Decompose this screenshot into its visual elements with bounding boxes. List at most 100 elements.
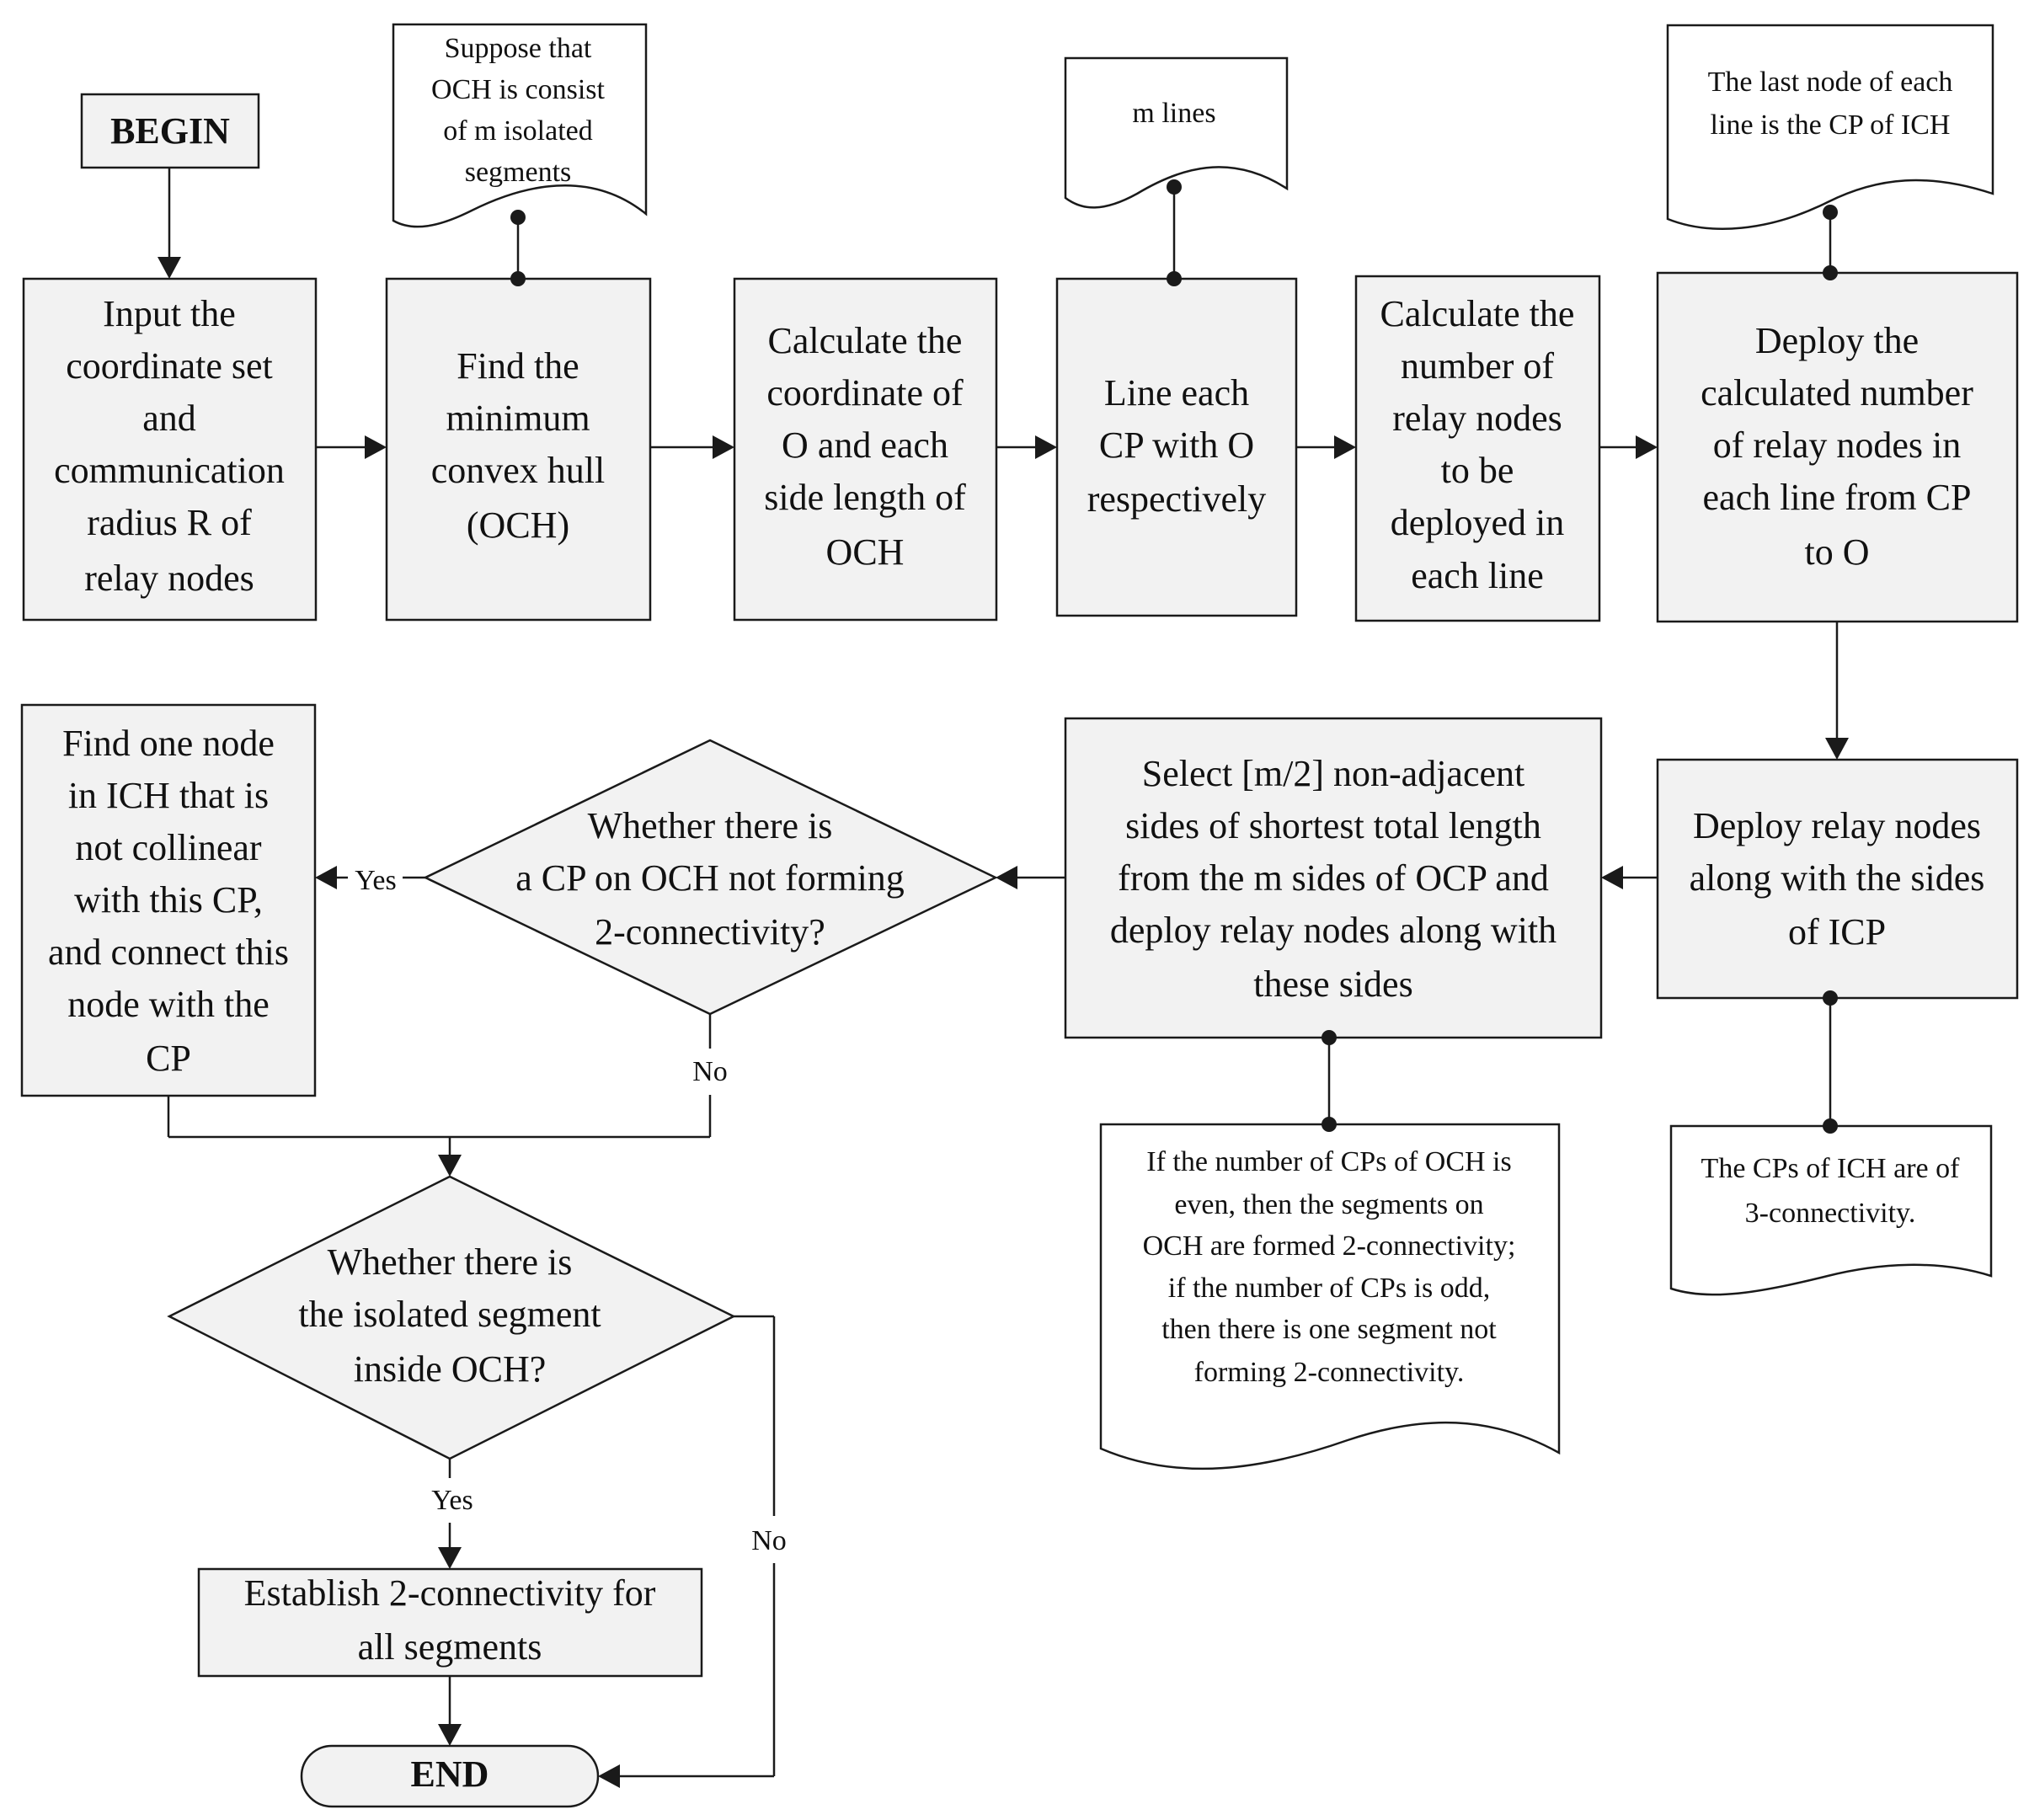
find-node-text: Find one node in ICH that is not colline… [48,723,289,1079]
ich-cps-note-text: The CPs of ICH are of 3-connectivity. [1701,1153,1961,1229]
svg-text:convex hull: convex hull [431,450,606,491]
svg-text:OCH is consist: OCH is consist [431,74,605,105]
svg-text:each line: each line [1411,555,1544,596]
find-och-text: Find the minimum convex hull (OCH) [431,345,606,546]
svg-text:Deploy the: Deploy the [1755,320,1919,361]
svg-text:sides of shortest total length: sides of shortest total length [1125,805,1541,846]
yes-segment-label: Yes [431,1485,473,1516]
svg-text:to be: to be [1441,450,1514,491]
cp-decision-text: Whether there is a CP on OCH not forming… [515,805,905,953]
calc-number-box [1354,275,1601,622]
deploy-icp-box [1656,758,2019,1000]
svg-text:not collinear: not collinear [75,827,261,868]
svg-text:node with the: node with the [67,984,270,1025]
last-node-note [1666,24,1994,230]
svg-text:m lines: m lines [1132,98,1215,129]
last-node-note-text: The last node of each line is the CP of … [1708,67,1953,141]
svg-text:Deploy relay nodes: Deploy relay nodes [1693,805,1981,846]
no-cp-label: No [692,1056,728,1087]
establish-box [197,1567,703,1678]
svg-text:and connect this: and connect this [48,931,289,973]
deploy-icp-text: Deploy relay nodes along with the sides … [1690,805,1985,953]
svg-text:from the m sides of OCP and: from the m sides of OCP and [1118,857,1549,899]
svg-text:Find the: Find the [457,345,579,387]
begin-box [80,93,260,169]
svg-text:a CP on OCH not forming: a CP on OCH not forming [515,857,905,899]
svg-text:of m isolated: of m isolated [443,115,593,147]
calc-coord-text: Calculate the coordinate of O and each s… [764,320,966,573]
svg-text:along with the sides: along with the sides [1690,857,1985,899]
svg-text:these sides: these sides [1253,963,1412,1005]
svg-text:Establish 2-connectivity for: Establish 2-connectivity for [244,1572,656,1614]
svg-text:coordinate set: coordinate set [66,345,273,387]
svg-text:2-connectivity?: 2-connectivity? [595,911,825,953]
svg-text:minimum: minimum [446,398,590,439]
svg-text:inside OCH?: inside OCH? [354,1348,547,1390]
calc-number-text: Calculate the number of relay nodes to b… [1380,293,1575,596]
end-label: END [411,1753,489,1795]
svg-text:(OCH): (OCH) [467,504,569,546]
svg-text:if the number of CPs is odd,: if the number of CPs is odd, [1168,1273,1490,1304]
deploy-lines-text: Deploy the calculated number of relay no… [1701,320,1973,573]
svg-text:OCH: OCH [826,531,905,573]
svg-text:Whether there is: Whether there is [588,805,833,846]
svg-text:The last node of each: The last node of each [1708,67,1953,98]
select-sides-text: Select [m/2] non-adjacent sides of short… [1110,753,1556,1005]
svg-text:even, then the segments on: even, then the segments on [1174,1189,1483,1220]
svg-text:OCH are formed 2-connectivity;: OCH are formed 2-connectivity; [1143,1230,1516,1262]
svg-text:Calculate the: Calculate the [768,320,963,361]
no-segment-label: No [751,1525,787,1556]
line-cp-box [1055,277,1298,617]
svg-text:respectively: respectively [1087,478,1267,520]
svg-text:deployed in: deployed in [1391,502,1565,543]
svg-text:with this CP,: with this CP, [74,879,263,921]
svg-text:Suppose that: Suppose that [445,33,592,64]
svg-text:O and each: O and each [782,424,948,466]
svg-text:relay nodes: relay nodes [84,558,254,599]
segment-decision-text: Whether there is the isolated segment in… [298,1241,601,1390]
svg-text:side length of: side length of [764,477,966,518]
svg-text:to O: to O [1805,531,1870,573]
svg-text:and: and [142,398,196,439]
m-lines-note [1064,56,1289,209]
svg-text:3-connectivity.: 3-connectivity. [1745,1198,1916,1229]
svg-text:in ICH that is: in ICH that is [68,775,269,816]
m-lines-note-text: m lines [1132,98,1215,129]
svg-text:relay nodes: relay nodes [1392,398,1562,439]
svg-text:Select [m/2] non-adjacent: Select [m/2] non-adjacent [1142,753,1524,794]
input-text: Input the coordinate set and communicati… [54,293,285,599]
svg-text:then there is one segment not: then there is one segment not [1161,1314,1497,1345]
svg-text:communication: communication [54,450,285,491]
svg-text:If the number of CPs of OCH is: If the number of CPs of OCH is [1146,1146,1511,1177]
begin-label: BEGIN [110,110,230,152]
svg-text:coordinate of: coordinate of [766,372,964,414]
yes-cp-label: Yes [355,865,396,896]
svg-text:Line each: Line each [1104,372,1249,414]
segments-note [392,23,648,228]
svg-text:of relay nodes in: of relay nodes in [1713,424,1961,466]
even-odd-note [1099,1123,1561,1470]
svg-text:The CPs of ICH are of: The CPs of ICH are of [1701,1153,1961,1184]
svg-text:Find one node: Find one node [62,723,275,764]
ich-cps-note [1669,1124,1993,1296]
svg-text:line is the CP of ICH: line is the CP of ICH [1711,109,1951,141]
svg-text:all segments: all segments [358,1626,542,1668]
input-box [22,277,318,622]
svg-text:of ICP: of ICP [1788,911,1886,953]
even-odd-note-text: If the number of CPs of OCH is even, the… [1143,1146,1516,1388]
svg-text:radius R of: radius R of [87,502,252,543]
svg-text:each line from CP: each line from CP [1703,477,1972,518]
svg-text:CP: CP [146,1038,191,1079]
line-cp-text: Line each CP with O respectively [1087,372,1267,520]
calc-coord-box [733,277,998,622]
svg-text:calculated number: calculated number [1701,372,1973,414]
establish-text: Establish 2-connectivity for all segment… [244,1572,656,1668]
deploy-lines-box [1656,271,2019,623]
svg-text:Calculate the: Calculate the [1380,293,1575,334]
svg-text:the isolated segment: the isolated segment [298,1294,601,1335]
svg-text:CP with O: CP with O [1099,424,1254,466]
svg-text:Input the: Input the [103,293,236,334]
segments-note-text: Suppose that OCH is consist of m isolate… [431,33,605,188]
connectors [158,168,1849,1788]
